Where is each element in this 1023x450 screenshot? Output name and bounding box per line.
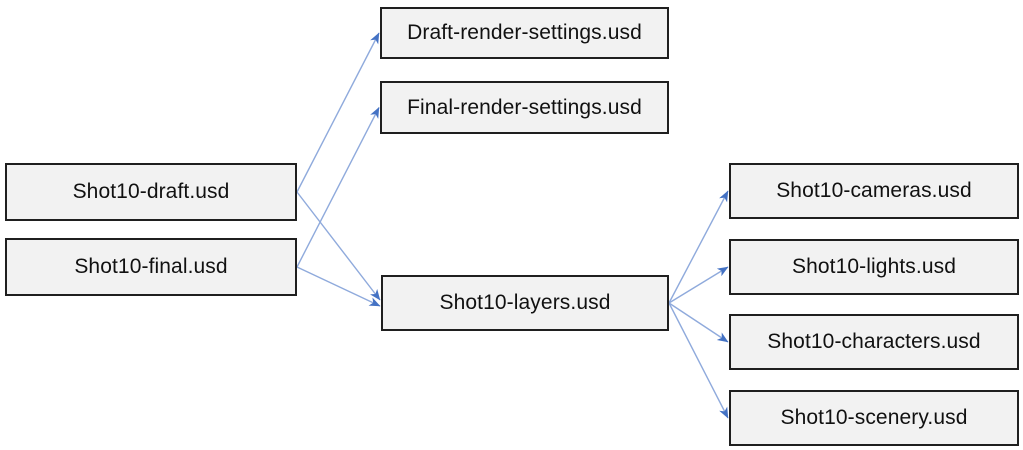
node-label: Shot10-cameras.usd bbox=[776, 179, 972, 202]
node-label: Final-render-settings.usd bbox=[407, 95, 642, 119]
edge-shot10-draft-to-shot10-layers bbox=[296, 191, 381, 301]
node-draft-render-settings: Draft-render-settings.usd bbox=[380, 7, 669, 59]
node-shot10-characters: Shot10-characters.usd bbox=[729, 314, 1019, 370]
node-shot10-draft: Shot10-draft.usd bbox=[5, 163, 297, 221]
edge-shot10-final-to-final-render-settings bbox=[296, 107, 380, 268]
node-label: Shot10-lights.usd bbox=[792, 255, 956, 278]
node-label: Shot10-scenery.usd bbox=[780, 406, 968, 429]
node-label: Shot10-characters.usd bbox=[767, 330, 981, 353]
node-label: Shot10-final.usd bbox=[74, 255, 228, 278]
node-shot10-cameras: Shot10-cameras.usd bbox=[729, 163, 1019, 219]
edge-shot10-draft-to-draft-render-settings bbox=[296, 32, 380, 193]
node-label: Shot10-layers.usd bbox=[439, 291, 611, 314]
edge-shot10-layers-to-shot10-lights bbox=[668, 266, 729, 304]
edge-shot10-layers-to-shot10-characters bbox=[668, 302, 729, 343]
node-shot10-final: Shot10-final.usd bbox=[5, 238, 297, 296]
node-label: Shot10-draft.usd bbox=[72, 180, 230, 203]
edge-shot10-layers-to-shot10-cameras bbox=[668, 190, 729, 304]
edge-shot10-final-to-shot10-layers bbox=[296, 266, 381, 307]
node-shot10-lights: Shot10-lights.usd bbox=[729, 239, 1019, 295]
node-final-render-settings: Final-render-settings.usd bbox=[380, 81, 669, 134]
node-shot10-layers: Shot10-layers.usd bbox=[381, 275, 669, 331]
node-shot10-scenery: Shot10-scenery.usd bbox=[729, 390, 1019, 446]
node-label: Draft-render-settings.usd bbox=[407, 21, 642, 44]
edge-shot10-layers-to-shot10-scenery bbox=[668, 302, 729, 419]
